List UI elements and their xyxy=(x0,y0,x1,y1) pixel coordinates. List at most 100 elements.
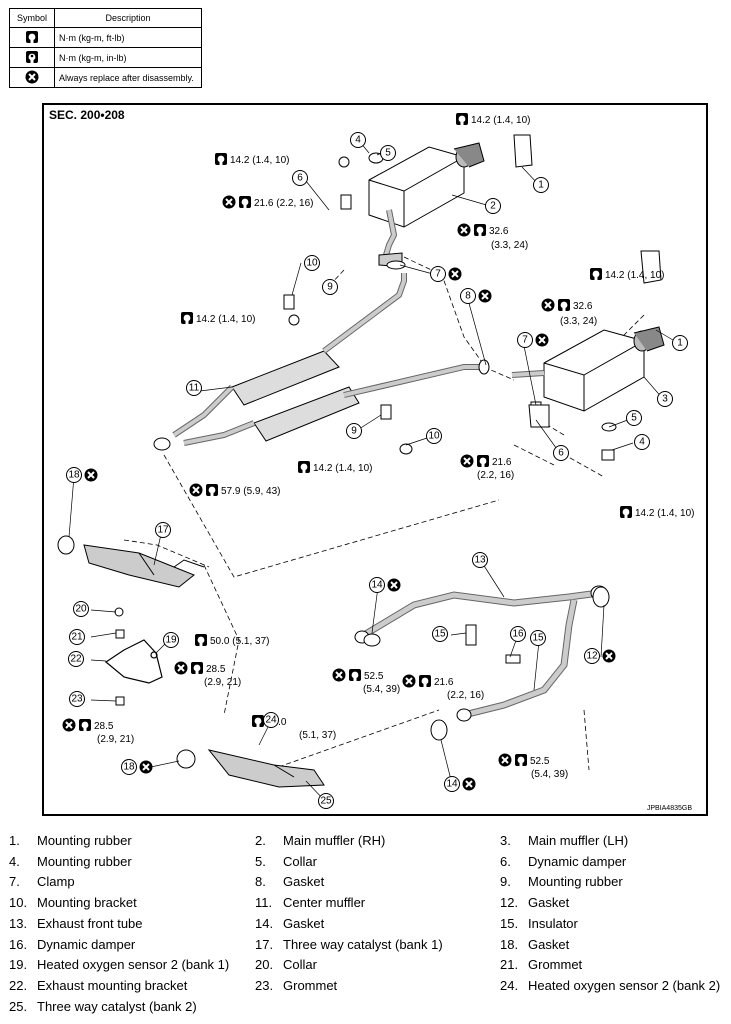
part-number: 24. xyxy=(500,977,519,993)
torque-wrench-icon xyxy=(515,754,527,766)
part-name: Mounting bracket xyxy=(37,895,137,911)
callout-circle xyxy=(73,601,89,617)
callout-number: 19 xyxy=(165,635,177,646)
always-replace-icon xyxy=(222,195,236,209)
torque-wrench-icon xyxy=(419,675,431,687)
legend-header-symbol: Symbol xyxy=(9,8,55,28)
part-number: 22. xyxy=(9,977,28,993)
callout-number: 5 xyxy=(385,148,391,159)
part-name: Center muffler xyxy=(283,895,366,911)
part-item: 20.Collar xyxy=(255,957,317,972)
callout-circle xyxy=(66,467,82,483)
three-way-catalyst-bank1 xyxy=(57,535,205,588)
torque-value-t1: 14.2 (1.4, 10) xyxy=(471,115,530,126)
callout-circle xyxy=(510,626,526,642)
callout-number: 3 xyxy=(662,394,668,405)
always-replace-icon xyxy=(387,578,401,592)
torque-nm-inlb-icon xyxy=(9,47,55,68)
part-item: 25.Three way catalyst (bank 2) xyxy=(9,999,197,1014)
callout-number: 12 xyxy=(586,651,598,662)
torque-value-t17b: (5.1, 37) xyxy=(299,730,336,741)
torque-wrench-icon xyxy=(195,634,207,646)
torque-value-t14a: 28.5 xyxy=(94,721,114,732)
torque-value-t6: 14.2 (1.4, 10) xyxy=(196,314,255,325)
callout-number: 17 xyxy=(157,525,169,536)
torque-wrench-icon xyxy=(456,113,468,125)
main-muffler-lh xyxy=(511,326,665,412)
always-replace-icon xyxy=(602,649,616,663)
part-name: Mounting rubber xyxy=(528,874,623,890)
part-item: 3.Main muffler (LH) xyxy=(500,833,628,848)
callout-circle xyxy=(68,651,84,667)
callout-circle xyxy=(121,759,137,775)
part-name: Heated oxygen sensor 2 (bank 1) xyxy=(37,957,230,973)
always-replace-icon xyxy=(498,753,512,767)
callout-circle xyxy=(517,332,533,348)
callout-number: 1 xyxy=(677,338,683,349)
torque-wrench-icon xyxy=(558,299,570,311)
torque-value-t13b: (2.9, 21) xyxy=(204,677,241,688)
torque-wrench-icon xyxy=(349,669,361,681)
callout-number: 15 xyxy=(434,629,446,640)
part-item: 19.Heated oxygen sensor 2 (bank 1) xyxy=(9,957,229,972)
always-replace-icon xyxy=(62,718,76,732)
part-item: 2.Main muffler (RH) xyxy=(255,833,385,848)
callout-circle xyxy=(380,145,396,161)
callout-number: 13 xyxy=(474,555,486,566)
torque-value-t16a: 21.6 xyxy=(434,677,454,688)
part-number: 14. xyxy=(255,915,274,931)
callout-circle xyxy=(350,132,366,148)
part-name: Gasket xyxy=(528,936,570,952)
three-way-catalyst-bank2 xyxy=(176,749,325,788)
always-replace-icon xyxy=(478,289,492,303)
part-name: Dynamic damper xyxy=(528,853,627,869)
callout-circle xyxy=(322,279,338,295)
callout-number: 21 xyxy=(71,632,83,643)
part-name: Clamp xyxy=(37,874,75,890)
part-item: 17. Three way catalyst (bank 1) xyxy=(255,937,443,952)
callout-circle xyxy=(533,177,549,193)
torque-value-t4b: (3.3, 24) xyxy=(491,240,528,251)
always-replace-icon xyxy=(139,760,153,774)
small-parts xyxy=(114,134,662,741)
callout-circle xyxy=(485,198,501,214)
part-name: Gasket xyxy=(283,915,325,931)
part-name: Three way catalyst (bank 1) xyxy=(283,936,443,952)
callout-circle xyxy=(69,691,85,707)
always-replace-icon xyxy=(457,223,471,237)
part-item: 22.Exhaust mounting bracket xyxy=(9,978,187,993)
part-name: Insulator xyxy=(528,915,578,931)
legend-text-replace: Always replace after disassembly. xyxy=(54,67,202,88)
torque-value-t2: 14.2 (1.4, 10) xyxy=(230,155,289,166)
part-item: 8.Gasket xyxy=(255,874,324,889)
part-item: 11.Center muffler xyxy=(255,895,365,910)
always-replace-icon xyxy=(462,777,476,791)
callout-circle xyxy=(318,793,334,809)
always-replace-icon xyxy=(448,267,462,281)
callout-circle xyxy=(584,648,600,664)
part-number: 6. xyxy=(500,853,511,869)
callout-number: 16 xyxy=(512,629,524,640)
callout-number: 10 xyxy=(306,258,318,269)
callout-number: 18 xyxy=(123,762,135,773)
callout-number: 4 xyxy=(355,135,361,146)
torque-value-t9a: 21.6 xyxy=(492,457,512,468)
part-number: 17. xyxy=(255,936,274,952)
callout-number: 18 xyxy=(68,470,80,481)
callout-circle xyxy=(432,626,448,642)
assembly-guide-lines xyxy=(123,256,645,776)
figure-code: JPBIA4835GB xyxy=(646,805,692,812)
part-name: Collar xyxy=(283,853,317,869)
part-number: 10. xyxy=(9,895,28,911)
part-item: 23.Grommet xyxy=(255,978,337,993)
torque-wrench-icon xyxy=(206,484,218,496)
torque-wrench-icon xyxy=(181,312,193,324)
callout-circle xyxy=(163,632,179,648)
torque-specs: 14.2 (1.4, 10)14.2 (1.4, 10)21.6 (2.2, 1… xyxy=(62,113,694,780)
torque-value-t13a: 28.5 xyxy=(206,664,226,675)
torque-wrench-icon xyxy=(590,268,602,280)
torque-wrench-icon xyxy=(191,662,203,674)
callout-circle xyxy=(346,423,362,439)
legend-text-ftlb: N·m (kg-m, ft-lb) xyxy=(54,27,202,48)
callout-circle xyxy=(263,712,279,728)
